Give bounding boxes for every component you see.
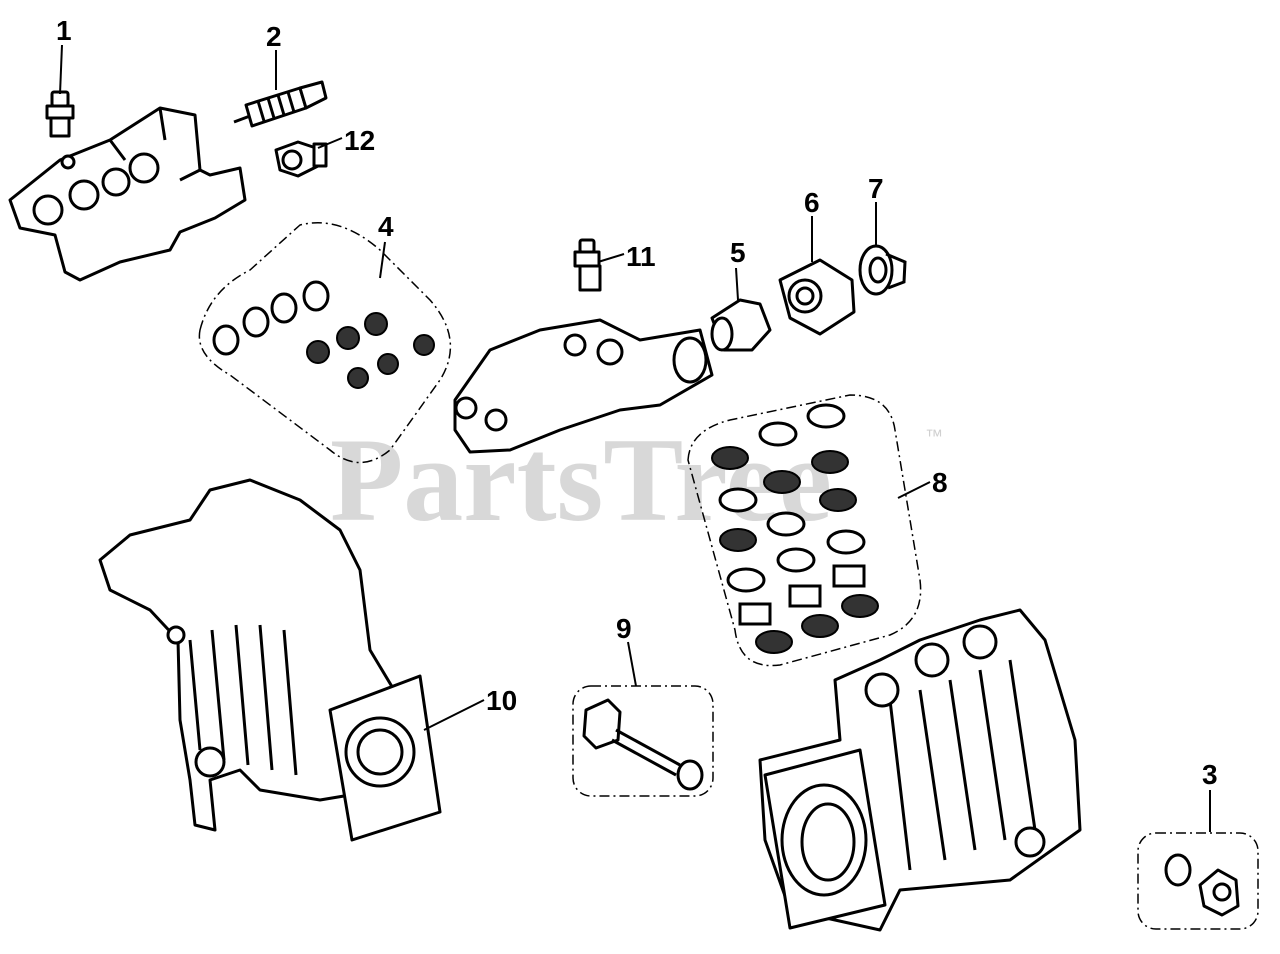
part-9-relief-valve-kit[interactable] (572, 685, 714, 797)
part-7-filter[interactable] (858, 244, 907, 296)
callout-1[interactable]: 1 (56, 15, 72, 46)
callout-3[interactable]: 3 (1202, 759, 1218, 790)
callout-5[interactable]: 5 (730, 237, 746, 268)
callout-8[interactable]: 8 (932, 467, 948, 498)
callout-7[interactable]: 7 (868, 173, 884, 204)
part-10-pump-assembly[interactable] (98, 478, 442, 842)
part-5-valve-body[interactable] (710, 298, 772, 352)
callout-labels: 1 2 3 4 5 6 7 8 9 10 11 12 (56, 15, 1218, 790)
part-6-hex-nut[interactable] (778, 258, 856, 336)
manifold-upper-left (8, 106, 247, 282)
part-2-unloader-valve[interactable] (233, 80, 328, 128)
callout-10[interactable]: 10 (486, 685, 517, 716)
watermark-text: PartsTree (330, 413, 832, 546)
manifold-center (453, 318, 714, 454)
part-1-fitting[interactable] (45, 90, 75, 138)
callout-2[interactable]: 2 (266, 21, 282, 52)
callout-9[interactable]: 9 (616, 613, 632, 644)
callout-6[interactable]: 6 (804, 187, 820, 218)
part-4-seal-kit[interactable] (198, 222, 452, 464)
packing-seals (711, 403, 879, 654)
part-11-fitting[interactable] (573, 238, 602, 292)
callout-4[interactable]: 4 (378, 211, 394, 242)
watermark-trademark: ™ (925, 426, 943, 446)
pump-housing (758, 608, 1082, 932)
part-12-nut[interactable] (274, 140, 328, 178)
callout-12[interactable]: 12 (344, 125, 375, 156)
part-3-plug-kit[interactable] (1137, 832, 1259, 930)
leader-lines (59, 44, 1211, 832)
part-8-packing-kit[interactable] (687, 394, 922, 667)
callout-11[interactable]: 11 (626, 241, 656, 272)
